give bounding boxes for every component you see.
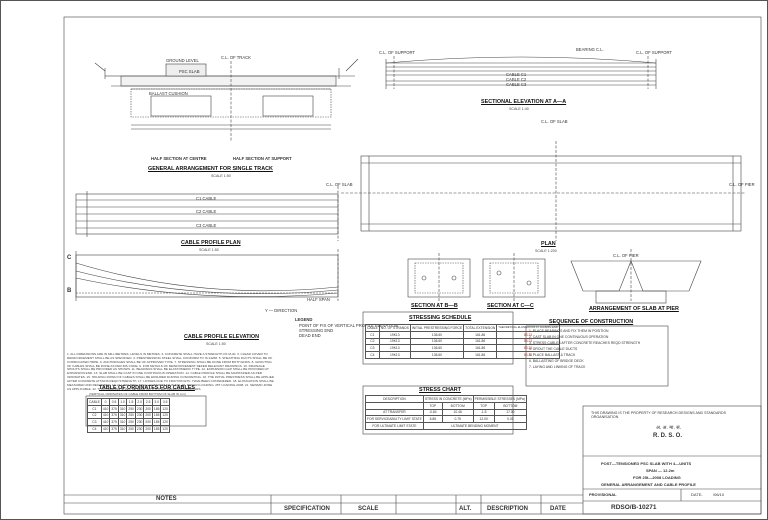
ground-level-label: GROUND LEVEL bbox=[166, 58, 199, 63]
inner-border bbox=[63, 16, 762, 515]
ballast-cushion-label: BALLAST CUSHION bbox=[149, 91, 188, 96]
plan-cable-c1: C1 CABLE bbox=[196, 196, 217, 201]
plan-cl-label: C.L. OF SLAB bbox=[326, 182, 353, 187]
title-block-frame bbox=[582, 405, 762, 515]
pier-cl-label: C.L. OF PIER bbox=[613, 253, 639, 258]
y-direction-label: Y — DIRECTION bbox=[265, 308, 298, 313]
general-arrangement-title: GENERAL ARRANGEMENT FOR SINGLE TRACK bbox=[148, 166, 273, 172]
cable-profile-elevation-scale: SCALE 1:50 bbox=[206, 342, 226, 346]
cable-profile-plan-title: CABLE PROFILE PLAN bbox=[181, 240, 241, 246]
provisional-label: PROVISIONAL bbox=[589, 492, 617, 497]
sectional-elevation-scale: SCALE 1:40 bbox=[509, 107, 529, 111]
cl-support-left-label: C.L. OF SUPPORT bbox=[379, 50, 415, 55]
drawing-title-line4: GENERAL ARRANGEMENT AND CABLE PROFILE bbox=[601, 482, 696, 487]
half-section-support-label: HALF SECTION AT SUPPORT bbox=[233, 156, 292, 161]
cable-c3-label: CABLE C3 bbox=[506, 82, 527, 87]
half-span-label: HALF SPAN bbox=[307, 297, 330, 302]
bottom-scale-label: SCALE bbox=[358, 506, 379, 512]
plan-scale: SCALE 1:200 bbox=[535, 249, 557, 253]
section-cc-drawing bbox=[482, 253, 546, 301]
rdso-hindi: अ. अ. मा. सं. bbox=[656, 425, 682, 431]
ordinates-caption: (VERTICAL ORDINATES OF CABLE FROM BOTTOM… bbox=[89, 392, 186, 396]
cable-profile-plan-scale: SCALE 1:50 bbox=[199, 248, 219, 252]
plan-cable-c3: C3 CABLE bbox=[196, 223, 217, 228]
drawing-title-line1: POST—TENSIONED PSC SLAB WITH 4—UNITS bbox=[601, 461, 692, 466]
bottom-alt-label: ALT. bbox=[459, 506, 472, 512]
ordinates-title: TABLE OF ORDINATES FOR CABLES bbox=[99, 385, 195, 391]
section-bb-title: SECTION AT B—B bbox=[411, 303, 458, 309]
stress-chart-title: STRESS CHART bbox=[419, 387, 461, 393]
drawing-title-line3: FOR 25t—2008 LOADING bbox=[633, 475, 681, 480]
stressing-schedule-title: STRESSING SCHEDULE bbox=[409, 315, 472, 321]
plan-cable-c2: C2 CABLE bbox=[196, 209, 217, 214]
date-label: DATE- bbox=[691, 492, 703, 497]
sequence-item-5: 6. BALLASTING OF BRIDGE DECK bbox=[529, 359, 584, 363]
sequence-item-0: 1. PLACE BEARINGS AND FIX THEM IN POSITI… bbox=[529, 329, 609, 333]
notes-text: 1. ALL DIMENSIONS ARE IN MILLIMETRES, LE… bbox=[67, 352, 275, 391]
sectional-elevation-drawing bbox=[385, 56, 657, 89]
section-cc-title: SECTION AT C—C bbox=[487, 303, 534, 309]
plan-drawing bbox=[341, 141, 746, 241]
psc-slab-label: PSC SLAB bbox=[179, 69, 200, 74]
plan-cl-pier: C.L. OF PIER bbox=[729, 182, 755, 187]
rdso-logo-text: R. D. S. O. bbox=[653, 433, 683, 439]
plan-title: PLAN bbox=[541, 241, 556, 247]
property-text: THIS DRAWING IS THE PROPERTY OF RESEARCH… bbox=[591, 411, 726, 419]
bottom-specification-label: SPECIFICATION bbox=[284, 506, 330, 512]
bearing-cl-label: BEARING C.L. bbox=[576, 47, 604, 52]
cl-of-slab-label: C.L. OF SLAB bbox=[541, 119, 568, 124]
half-section-centre-label: HALF SECTION AT CENTRE bbox=[151, 156, 207, 161]
sequence-item-1: 2. CAST SLAB IN ONE CONTINUOUS OPERATION bbox=[529, 335, 609, 339]
legend-title: LEGEND bbox=[295, 317, 313, 322]
sequence-item-4: 5. PLACE BALLAST & TRACK bbox=[529, 353, 576, 357]
legend-item-1: STRESSING END bbox=[299, 328, 334, 333]
cable-profile-elevation-drawing bbox=[75, 249, 339, 301]
sequence-item-2: 3. STRESS CABLES AFTER CONCRETE REACHES … bbox=[529, 341, 641, 345]
drawing-number: RDSO/B-10271 bbox=[611, 504, 657, 511]
cable-profile-plan-drawing bbox=[75, 186, 339, 241]
pier-arrangement-title: ARRANGEMENT OF SLAB AT PIER bbox=[589, 306, 679, 312]
section-c-marker: C bbox=[67, 255, 72, 261]
sequence-title: SEQUENCE OF CONSTRUCTION bbox=[549, 319, 634, 325]
sequence-item-3: 4. GROUT THE CABLE DUCTS bbox=[529, 347, 578, 351]
cl-track-label: C.L. OF TRACK bbox=[221, 55, 251, 60]
date-value: /06/10 bbox=[713, 492, 725, 497]
general-arrangement-scale: SCALE 1:50 bbox=[211, 174, 231, 178]
bottom-notes-label: NOTES bbox=[156, 496, 177, 502]
cable-c2-label: CABLE C2 bbox=[506, 77, 527, 82]
stressing-schedule-table: CABLE NO. OF STRANDS INITIAL PRESTRESSIN… bbox=[365, 324, 560, 359]
drawing-title-line2: SPAN — 12.2m bbox=[646, 468, 675, 473]
cable-c1-label: CABLE C1 bbox=[506, 72, 527, 77]
section-b-marker: B bbox=[67, 288, 72, 294]
cable-profile-elevation-title: CABLE PROFILE ELEVATION bbox=[184, 334, 259, 340]
section-bb-drawing bbox=[407, 253, 471, 301]
bottom-description-label: DESCRIPTION bbox=[487, 506, 529, 512]
cross-section-drawing bbox=[94, 58, 359, 141]
legend-item-0: POINT OF FIX OF VERTICAL PROFILE ELEVATI… bbox=[299, 323, 398, 328]
sectional-elevation-title: SECTIONAL ELEVATION AT A—A bbox=[481, 99, 567, 105]
cl-support-right-label: C.L. OF SUPPORT bbox=[636, 50, 672, 55]
legend-item-2: DEAD END bbox=[299, 333, 321, 338]
bottom-date-label: DATE bbox=[550, 506, 566, 512]
pier-arrangement-drawing bbox=[570, 249, 702, 304]
bottom-strip bbox=[64, 494, 583, 514]
sequence-item-6: 7. LAYING AND LINKING OF TRACK bbox=[529, 365, 586, 369]
